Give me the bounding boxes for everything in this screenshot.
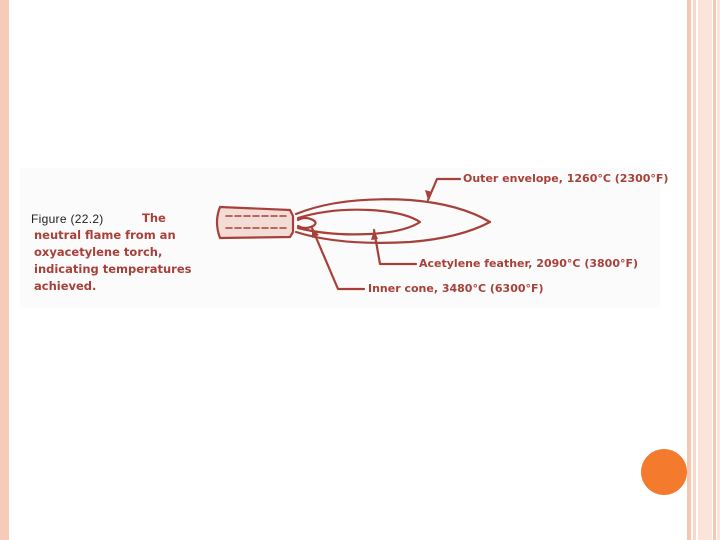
outer-leader-line	[426, 177, 462, 202]
outer-envelope-outline	[294, 198, 492, 244]
right-border-stripe	[713, 0, 716, 540]
left-border-stripe	[0, 0, 9, 540]
accent-circle	[641, 449, 687, 495]
right-border-stripe	[687, 0, 691, 540]
caption-first-word: The	[142, 211, 166, 225]
caption-body: neutral flame from an oxyacetylene torch…	[34, 228, 192, 293]
right-border-stripe	[693, 0, 696, 540]
right-border-stripe	[717, 0, 720, 540]
right-border-stripe	[698, 0, 712, 540]
figure-panel	[20, 168, 660, 308]
inner-arrowhead	[312, 228, 319, 238]
acetylene-feather-outline	[296, 208, 422, 236]
inner-cone-outline	[296, 216, 317, 230]
figure-label: Figure (22.2)	[31, 212, 104, 226]
torch-tip	[215, 205, 295, 240]
feather-leader-line	[372, 228, 418, 266]
outer-envelope-label: Outer envelope, 1260°C (2300°F)	[463, 172, 669, 185]
inner-cone-label: Inner cone, 3480°C (6300°F)	[368, 282, 544, 295]
feather-arrowhead	[371, 230, 378, 240]
figure-caption: The neutral flame from an oxyacetylene t…	[34, 210, 194, 295]
acetylene-feather-label: Acetylene feather, 2090°C (3800°F)	[419, 257, 639, 270]
inner-leader-line	[310, 226, 366, 291]
outer-arrowhead	[425, 190, 432, 200]
